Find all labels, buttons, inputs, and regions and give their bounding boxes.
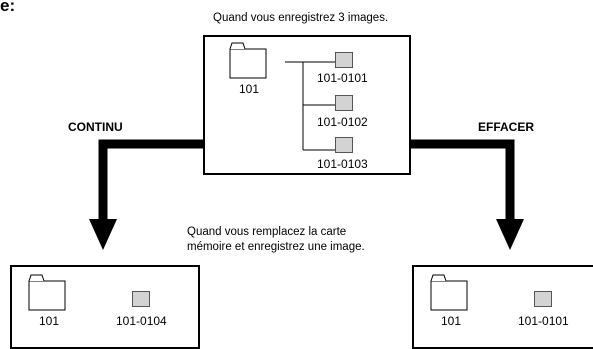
image-icon <box>335 137 353 153</box>
image-icon <box>335 52 353 68</box>
folder-icon <box>229 42 267 79</box>
tree-lines <box>285 61 335 151</box>
folder-icon <box>28 274 66 311</box>
bottom-right-image-label: 101-0101 <box>518 314 569 328</box>
top-folder-label: 101 <box>239 82 260 96</box>
left-connector <box>98 139 203 222</box>
top-folder-box: 101 101-0101 101-0102 101-0103 <box>203 35 411 175</box>
right-connector <box>411 139 515 222</box>
top-caption: Quand vous enregistrez 3 images. <box>213 12 389 24</box>
image-label-3: 101-0103 <box>317 157 368 171</box>
image-label-1: 101-0101 <box>317 71 368 85</box>
branch-label-continu: CONTINU <box>68 120 123 134</box>
image-icon <box>534 291 552 307</box>
bottom-left-image-label: 101-0104 <box>116 314 167 328</box>
bottom-left-folder-label: 101 <box>39 314 60 328</box>
right-arrowhead <box>496 219 524 250</box>
middle-caption-line2: mémoire et enregistrez une image. <box>187 241 365 253</box>
folder-icon <box>430 274 468 311</box>
image-icon <box>335 95 353 111</box>
left-arrowhead <box>89 219 117 250</box>
bottom-right-folder-label: 101 <box>441 314 462 328</box>
middle-caption-line1: Quand vous remplacez la carte <box>187 226 347 238</box>
image-icon <box>132 291 150 307</box>
bottom-right-box: 101 101-0101 <box>412 265 593 349</box>
partial-heading: e: <box>0 0 16 15</box>
bottom-left-box: 101 101-0104 <box>10 265 200 349</box>
image-label-2: 101-0102 <box>317 115 368 129</box>
branch-label-effacer: EFFACER <box>478 120 535 134</box>
